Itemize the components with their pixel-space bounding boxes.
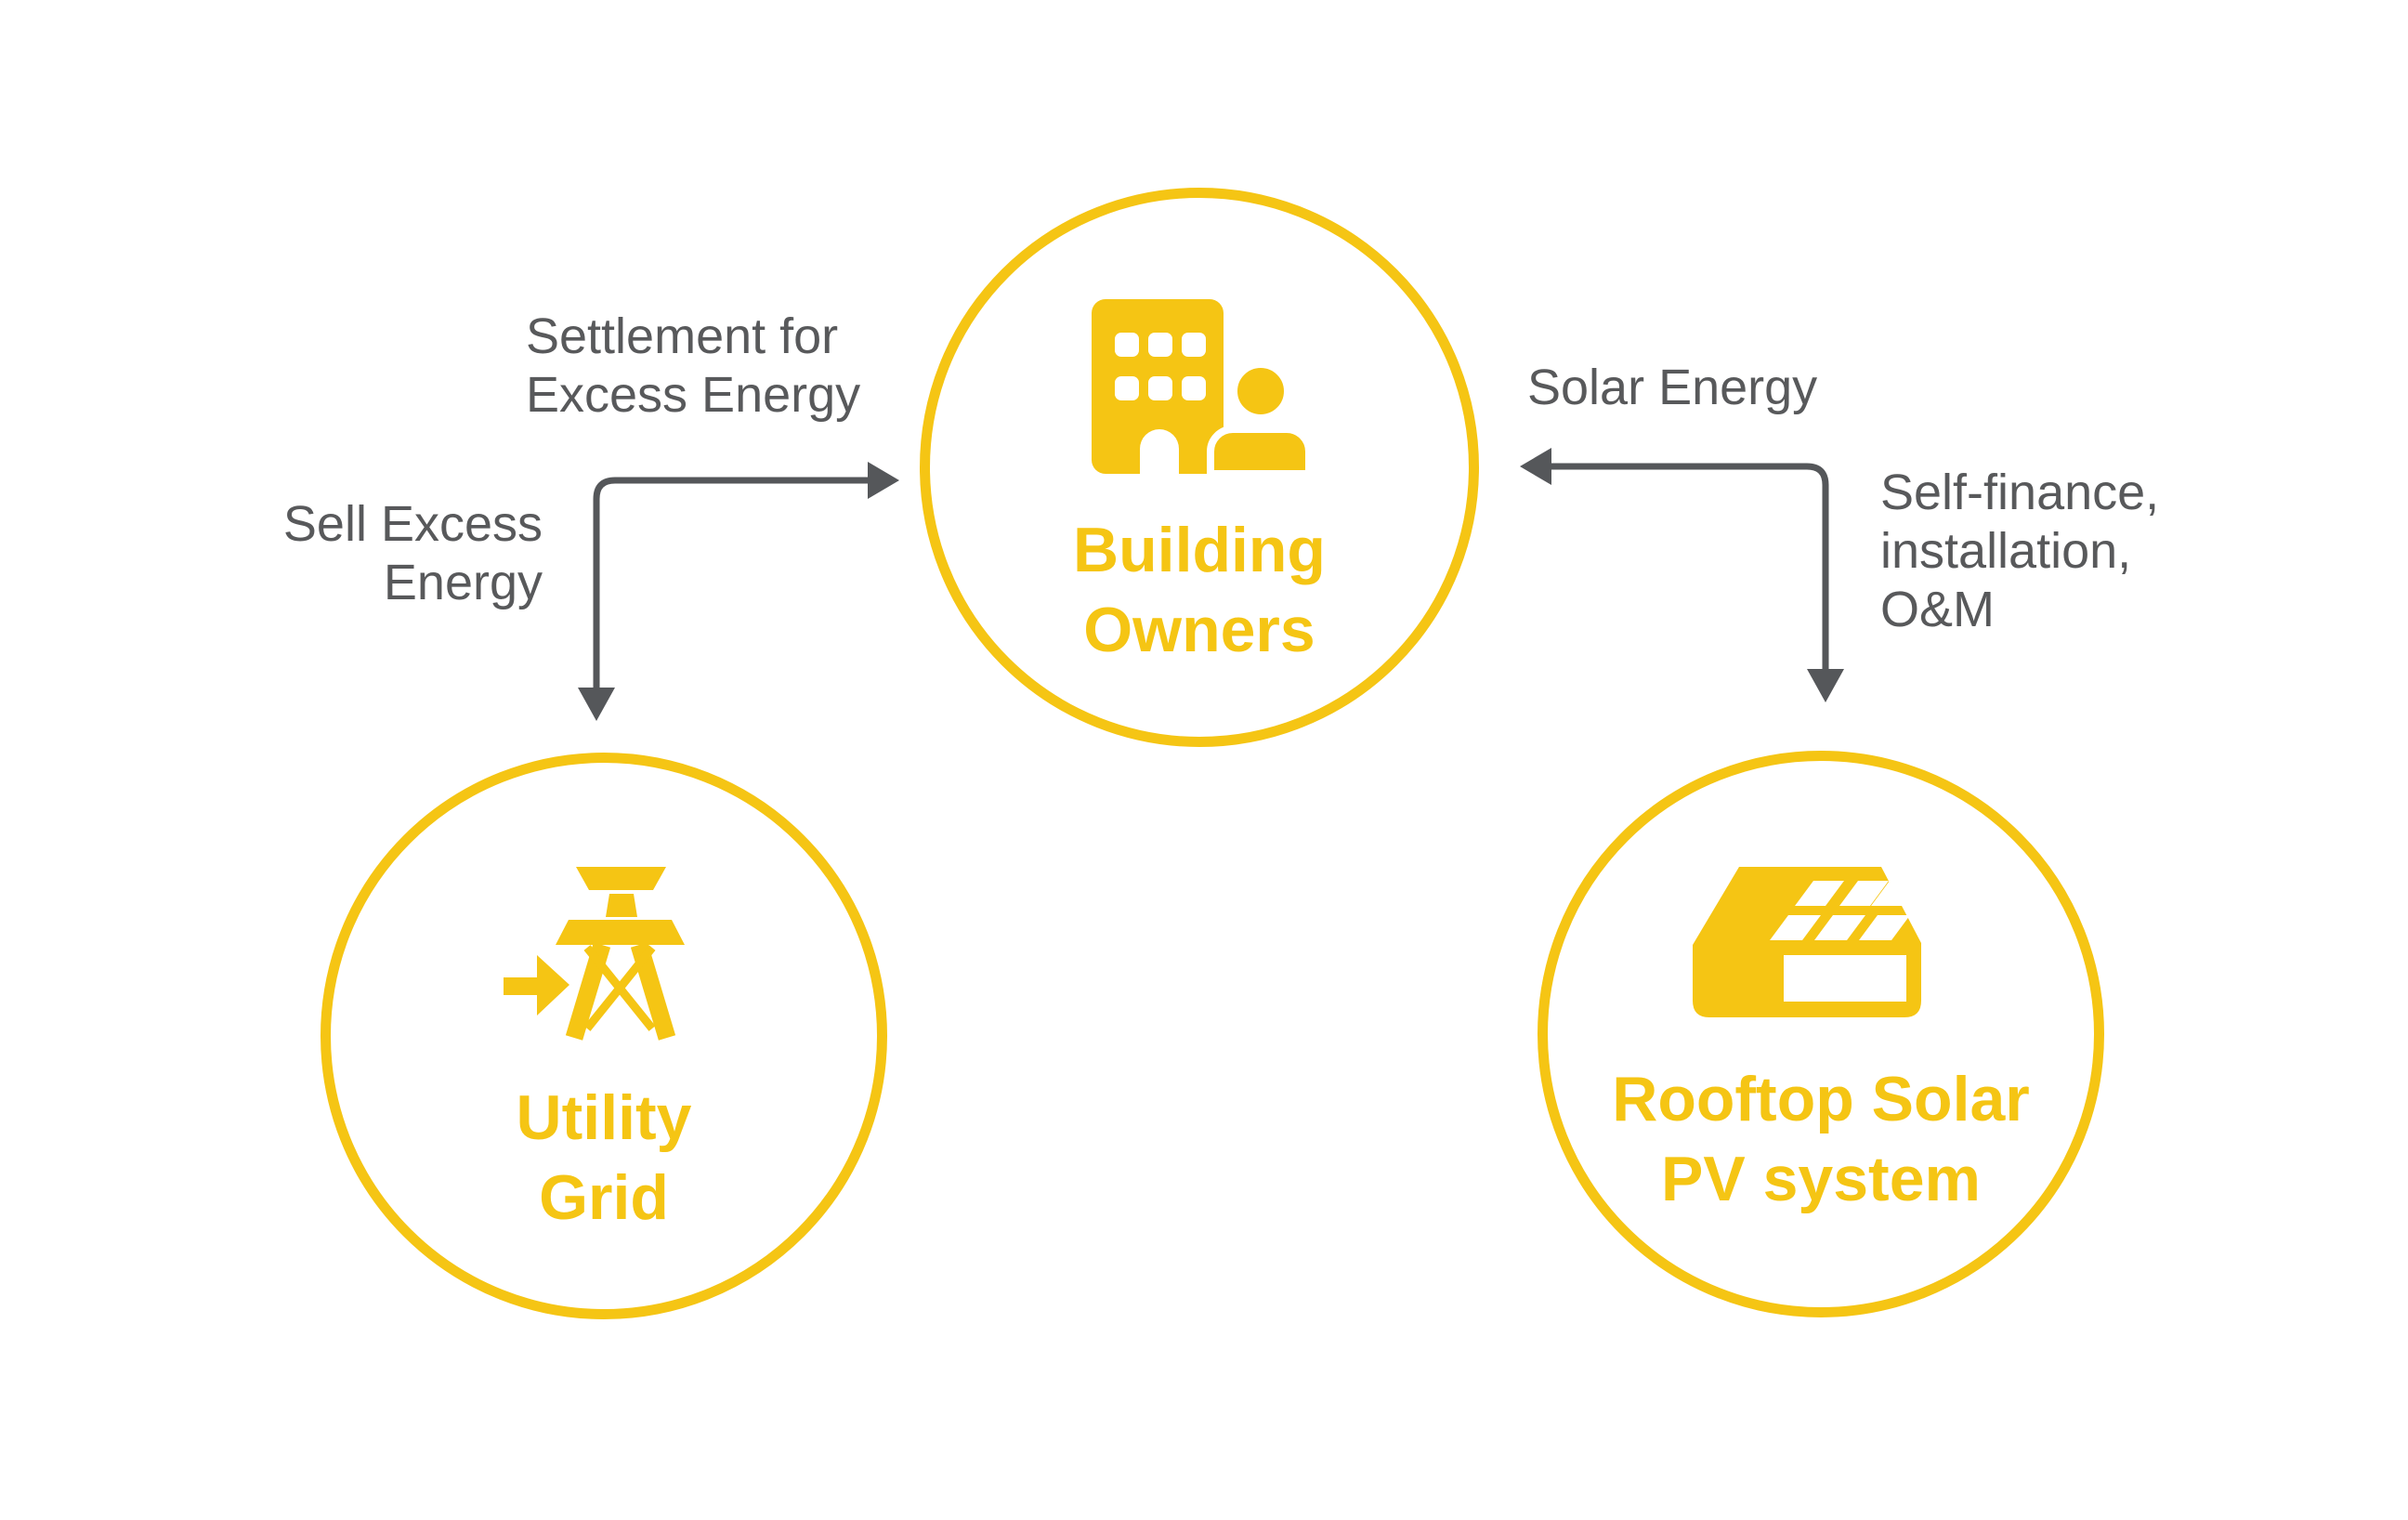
settlement-for-excess-energy-label: Settlement for Excess Energy: [526, 308, 861, 423]
rooftop-solar-label: Rooftop Solar PV system: [1612, 1064, 2030, 1214]
arrowhead-to-rooftop: [1807, 669, 1844, 702]
self-finance-installation-om-label: Self-finance, installation, O&M: [1880, 465, 2160, 637]
arrow-grid-building: [578, 462, 899, 721]
node-building-owners: [920, 188, 1479, 747]
node-rooftop-solar: [1538, 751, 2104, 1317]
rooftop-solar-panels-icon: [1693, 867, 1921, 1017]
building-with-owner-icon: [1092, 299, 1313, 478]
building-owners-label: Building Owners: [1073, 515, 1326, 665]
arrowhead-to-building-left: [868, 462, 899, 499]
node-utility-grid: [321, 753, 887, 1319]
solar-energy-label: Solar Energy: [1527, 360, 1818, 415]
arrowhead-to-utility: [578, 688, 615, 721]
transmission-tower-icon: [504, 867, 685, 1041]
sell-excess-energy-label: Sell Excess Energy: [282, 496, 543, 610]
arrowhead-to-building-right: [1520, 448, 1551, 485]
utility-grid-label: Utility Grid: [516, 1082, 692, 1233]
arrow-solar-building: [1520, 448, 1844, 702]
